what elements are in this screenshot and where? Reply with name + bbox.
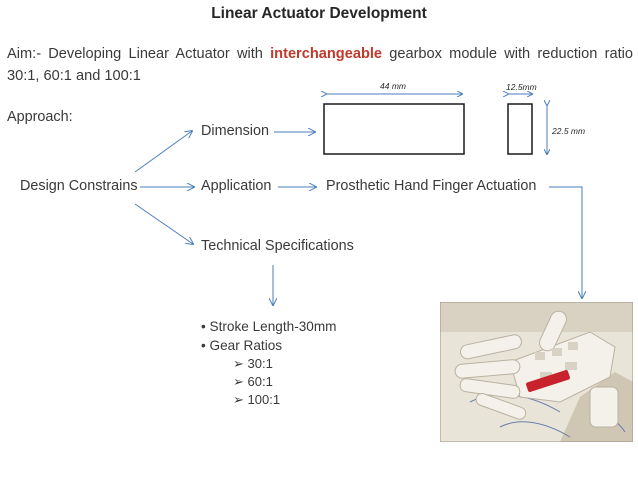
prosthetic-hand-image	[440, 302, 633, 442]
aim-statement: Aim:- Developing Linear Actuator with in…	[7, 43, 633, 87]
bullet-icon: •	[201, 319, 206, 334]
aim-text-end: gearbox module with reduction ratio	[382, 46, 633, 62]
ratio-text: 100:1	[247, 392, 281, 407]
aim-text-start: Aim:- Developing Linear Actuator with	[7, 46, 271, 62]
ratio-30-1: ➢ 30:1	[233, 356, 273, 372]
bullet-stroke-length: • Stroke Length-30mm	[201, 319, 336, 334]
aim-line-1: Aim:- Developing Linear Actuator with in…	[7, 43, 633, 65]
ratio-60-1: ➢ 60:1	[233, 374, 273, 390]
aim-line-2: 30:1, 60:1 and 100:1	[7, 68, 141, 84]
arrow-to-technical-specs	[134, 203, 193, 244]
arrow-bullet-icon: ➢	[233, 356, 244, 371]
arrow-bullet-icon: ➢	[233, 392, 244, 407]
slide-title: Linear Actuator Development	[211, 5, 427, 22]
prosthetic-actuation-label: Prosthetic Hand Finger Actuation	[326, 178, 537, 194]
ratio-text: 60:1	[247, 374, 273, 389]
application-label: Application	[201, 178, 272, 194]
ratio-text: 30:1	[247, 356, 273, 371]
arrow-prosthetic-to-photo	[549, 186, 582, 298]
bullet-icon: •	[201, 338, 206, 353]
arrow-bullet-icon: ➢	[233, 374, 244, 389]
approach-label: Approach:	[7, 109, 73, 125]
dimension-label: Dimension	[201, 123, 269, 139]
technical-specifications-label: Technical Specifications	[201, 238, 354, 254]
bullet-gear-ratios: • Gear Ratios	[201, 338, 282, 353]
actuator-side-box	[323, 103, 465, 155]
design-constraints-label: Design Constrains	[20, 178, 138, 194]
ratio-100-1: ➢ 100:1	[233, 392, 280, 408]
bullet-text: Gear Ratios	[209, 338, 283, 353]
dimension-44mm-label: 44 mm	[380, 81, 406, 91]
prosthetic-hand-photo	[440, 302, 633, 442]
dimension-12-5mm-label: 12.5mm	[506, 82, 537, 92]
actuator-end-box	[507, 103, 533, 155]
arrow-to-dimension	[134, 131, 192, 173]
bullet-text: Stroke Length-30mm	[209, 319, 337, 334]
aim-highlight: interchangeable	[270, 46, 383, 62]
dimension-22-5mm-label: 22.5 mm	[552, 126, 586, 136]
